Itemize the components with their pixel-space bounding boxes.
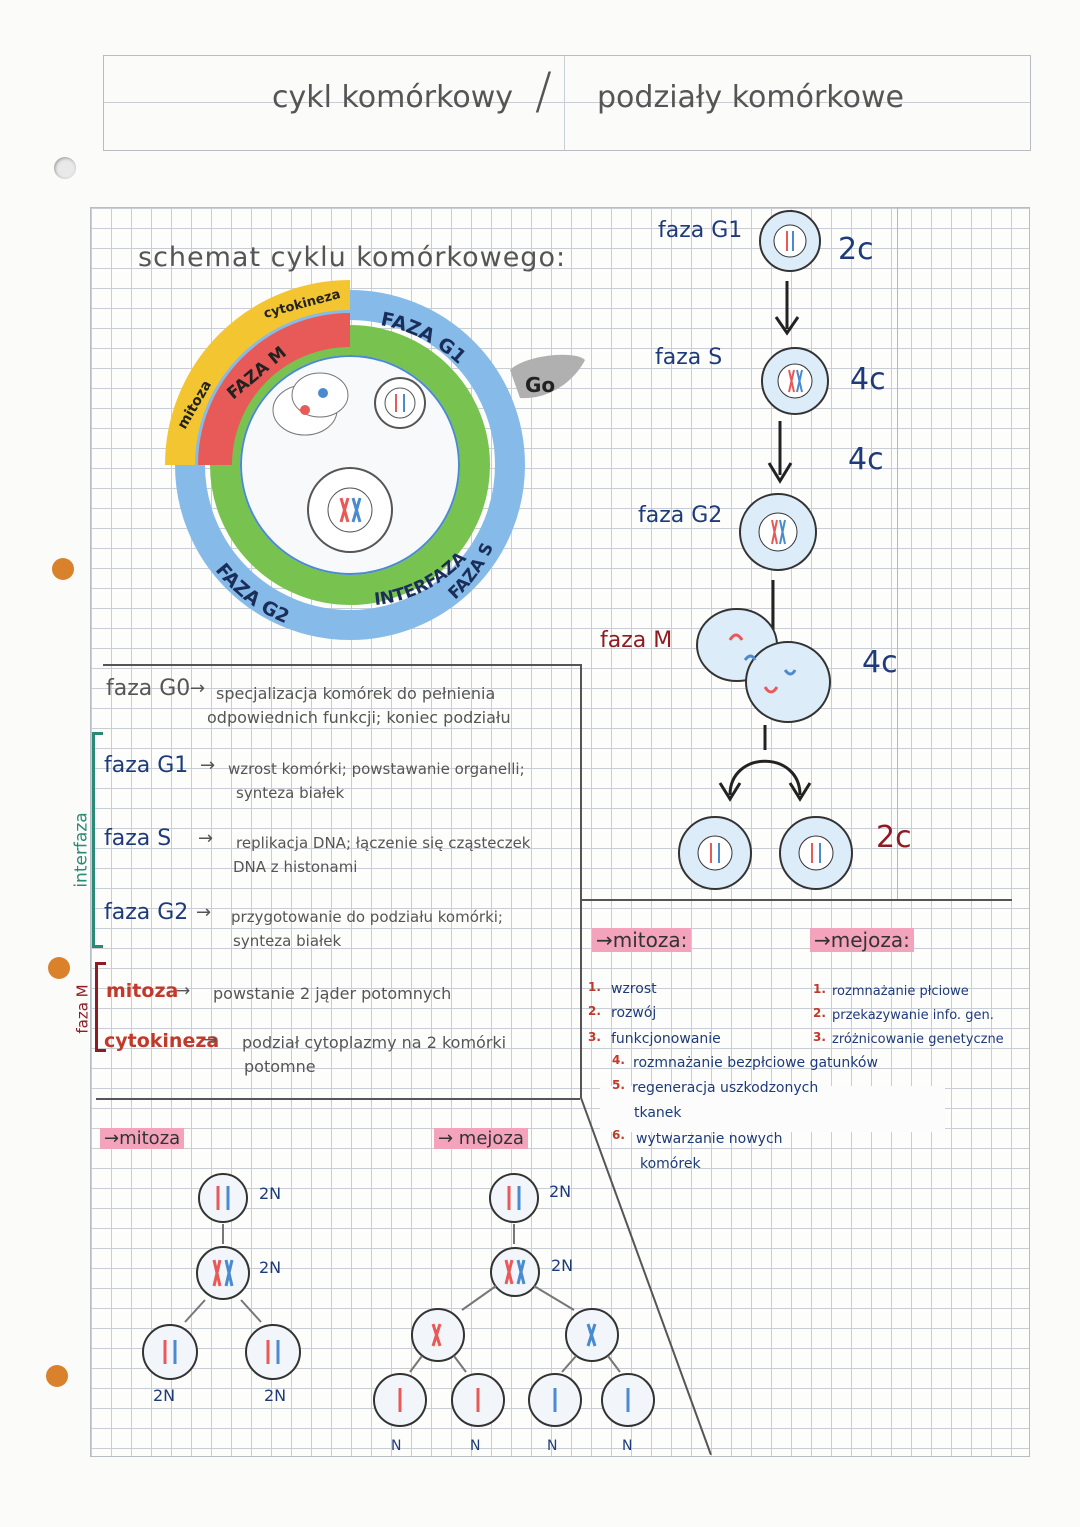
bottom-mitoza-title: →mitoza [100, 1128, 185, 1149]
title-slash: / [535, 62, 552, 120]
phase-desc: synteza białek [236, 784, 345, 802]
phase-desc: podział cytoplazmy na 2 komórki [242, 1033, 507, 1052]
list-item: rozwój [611, 1005, 657, 1021]
faza-m-bracket [95, 962, 106, 1052]
interfaza-bracket [92, 732, 103, 948]
meiosis-diagram [373, 1173, 655, 1427]
list-item: zróżnicowanie genetyczne [832, 1032, 1004, 1047]
mejoza-list-title: →mejoza: [810, 928, 914, 952]
list-number: 3. [813, 1030, 826, 1044]
label-daughters-c: 2c [876, 820, 912, 855]
list-item: wytwarzanie nowych [636, 1131, 783, 1147]
phase-name-g0: faza G0 [106, 676, 191, 701]
phase-progression-diagram [678, 210, 853, 890]
ploidy-label: N [391, 1438, 402, 1454]
phases-box-right [580, 664, 582, 1098]
phase-desc: odpowiednich funkcji; koniec podziału [207, 708, 511, 727]
page-title-right: podziały komórkowe [597, 80, 904, 115]
phase-desc: potomne [244, 1057, 316, 1076]
list-item: tkanek [634, 1105, 682, 1121]
phase-name-s: faza S [104, 826, 172, 851]
label-g1: faza G1 [658, 218, 743, 243]
phase-name-g2: faza G2 [104, 900, 189, 925]
phase-name-mitoza: mitoza [106, 980, 179, 1002]
mitoza-list-title: →mitoza: [592, 928, 692, 952]
mitosis-diagram [142, 1173, 301, 1380]
ploidy-label: 2N [549, 1182, 572, 1201]
ploidy-label: N [470, 1438, 481, 1454]
bottom-section-top [96, 1098, 580, 1100]
phase-desc: replikacja DNA; łączenie się cząsteczek [236, 834, 531, 852]
label-m: faza M [600, 628, 673, 653]
bottom-mejoza-title: → mejoza [434, 1128, 528, 1149]
ploidy-label: 2N [259, 1258, 282, 1277]
grid-area [90, 207, 1030, 1457]
phase-desc: przygotowanie do podziału komórki; [231, 908, 503, 926]
list-item: rozmnażanie płciowe [832, 984, 969, 999]
phase-arrow: → [200, 755, 216, 776]
scheme-title: schemat cyklu komórkowego: [138, 242, 567, 273]
phase-desc: specjalizacja komórek do pełnienia [216, 684, 496, 703]
label-s: faza S [655, 345, 723, 370]
phase-arrow: → [196, 902, 212, 923]
list-item: rozmnażanie bezpłciowe gatunków [633, 1055, 878, 1071]
list-item: wzrost [611, 981, 657, 997]
ploidy-label: 2N [259, 1184, 282, 1203]
list-item: regeneracja uszkodzonych [632, 1080, 819, 1096]
side-label-faza-m: faza M [73, 984, 92, 1034]
label-m-c: 4c [862, 645, 898, 680]
side-label-interfaza: interfaza [71, 812, 92, 888]
punch-hole [48, 957, 70, 979]
list-number: 6. [612, 1128, 625, 1142]
list-item: przekazywanie info. gen. [832, 1008, 994, 1023]
page-title-left: cykl komórkowy [272, 80, 514, 115]
phase-name-g1: faza G1 [104, 753, 189, 778]
label-s-c: 4c [850, 362, 886, 397]
ploidy-label: N [622, 1438, 633, 1454]
punch-hole [54, 157, 76, 179]
phase-arrow: → [176, 981, 191, 1001]
ploidy-label: 2N [551, 1256, 574, 1275]
list-item: funkcjonowanie [611, 1031, 721, 1047]
list-number: 2. [813, 1006, 826, 1020]
list-number: 4. [612, 1053, 625, 1067]
ploidy-label: 2N [153, 1386, 176, 1405]
label-go: Go [525, 373, 555, 397]
list-number: 1. [588, 980, 601, 994]
punch-hole [52, 558, 74, 580]
phase-desc: DNA z histonami [233, 858, 358, 876]
label-g2: faza G2 [638, 503, 723, 528]
correction-strip [600, 1086, 945, 1132]
list-item: komórek [640, 1156, 701, 1172]
phase-desc: wzrost komórki; powstawanie organelli; [228, 760, 525, 778]
label-g1-c: 2c [838, 232, 874, 267]
phase-name-cytokineza: cytokineza [104, 1030, 220, 1052]
list-number: 5. [612, 1078, 625, 1092]
phase-arrow: → [198, 828, 214, 849]
header-box [103, 55, 1031, 151]
cell-cycle-diagram: FAZA G1 INTERFAZA FAZA S FAZA G2 Go FAZA… [165, 280, 585, 640]
list-number: 3. [588, 1030, 601, 1044]
label-between-c: 4c [848, 442, 884, 477]
phase-desc: synteza białek [233, 932, 342, 950]
margin-line [897, 207, 898, 901]
list-number: 2. [588, 1004, 601, 1018]
ploidy-label: N [547, 1438, 558, 1454]
phases-box-top [103, 664, 582, 666]
list-number: 1. [813, 982, 826, 996]
phase-desc: powstanie 2 jąder potomnych [213, 984, 452, 1003]
phase-arrow: → [203, 1030, 218, 1050]
ploidy-label: 2N [264, 1386, 287, 1405]
phase-arrow: → [190, 678, 206, 699]
punch-hole [46, 1365, 68, 1387]
lists-box-top [580, 899, 1012, 901]
